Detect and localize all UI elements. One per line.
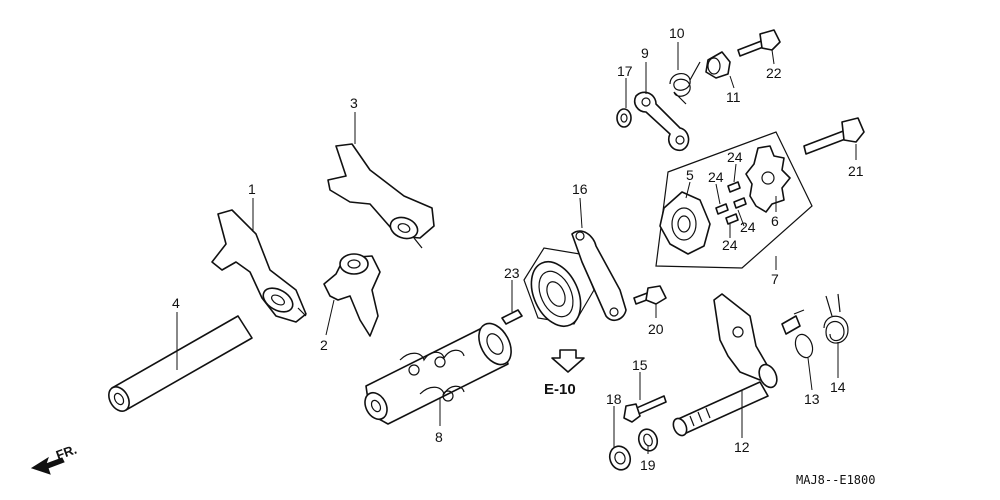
bolt-15	[623, 395, 667, 423]
dowel-pin-23	[501, 309, 523, 325]
drum-center-5	[659, 191, 711, 255]
gearshift-drum	[364, 322, 512, 425]
label-part-1: 1	[248, 181, 256, 197]
label-part-7: 7	[771, 271, 779, 287]
front-direction-arrow-icon	[30, 456, 65, 475]
shift-fork-3	[327, 143, 435, 249]
label-part-12: 12	[734, 439, 750, 455]
label-part-13: 13	[804, 391, 820, 407]
drum-pins-24	[715, 181, 747, 225]
label-part-22: 22	[766, 65, 782, 81]
reference-label: E-10	[544, 381, 576, 398]
drum-plate-6	[745, 145, 791, 213]
washer-18	[608, 445, 632, 471]
bolt-21	[803, 117, 865, 155]
part-labels: 1 2 3 4 5 6 7 8 9 10 11 12 13 14 15 16 1…	[54, 25, 876, 487]
label-part-16: 16	[572, 181, 588, 197]
direction-label: FR.	[54, 442, 79, 463]
washer-17	[616, 108, 632, 128]
label-part-21: 21	[848, 163, 864, 179]
label-part-3: 3	[350, 95, 358, 111]
collar-11	[705, 51, 731, 79]
label-part-14: 14	[830, 379, 846, 395]
collar-13	[781, 309, 814, 359]
bolt-20	[633, 285, 667, 305]
label-part-9: 9	[641, 45, 649, 61]
label-part-11: 11	[726, 89, 741, 105]
shift-fork-1	[211, 209, 307, 323]
bolt-22	[737, 29, 781, 57]
label-part-8: 8	[435, 429, 443, 445]
diagram-code: MAJ8--E1800	[796, 473, 875, 487]
label-part-23: 23	[504, 265, 520, 281]
label-part-17: 17	[617, 63, 633, 79]
drum-stopper-plate-16	[571, 230, 627, 322]
shift-fork-2	[323, 253, 381, 337]
label-part-24: 24	[722, 237, 738, 253]
leader-lines	[176, 42, 857, 454]
gearshift-spindle-12	[672, 293, 778, 437]
label-part-18: 18	[606, 391, 622, 407]
label-part-19: 19	[640, 457, 656, 473]
stopper-spring-10	[669, 61, 701, 105]
stopper-arm-9	[633, 91, 690, 152]
label-part-24: 24	[708, 169, 724, 185]
label-part-10: 10	[669, 25, 685, 41]
label-part-2: 2	[320, 337, 328, 353]
label-part-15: 15	[632, 357, 648, 373]
reference-arrow	[551, 349, 585, 373]
label-part-6: 6	[771, 213, 779, 229]
label-part-24: 24	[727, 149, 743, 165]
label-part-5: 5	[686, 167, 694, 183]
return-spring-14	[823, 293, 849, 344]
label-part-24: 24	[740, 219, 756, 235]
shift-drum-center-kit-7	[655, 131, 813, 269]
label-part-4: 4	[172, 295, 180, 311]
oil-seal-19	[637, 428, 659, 452]
shift-fork-shaft	[108, 315, 253, 412]
label-part-20: 20	[648, 321, 664, 337]
